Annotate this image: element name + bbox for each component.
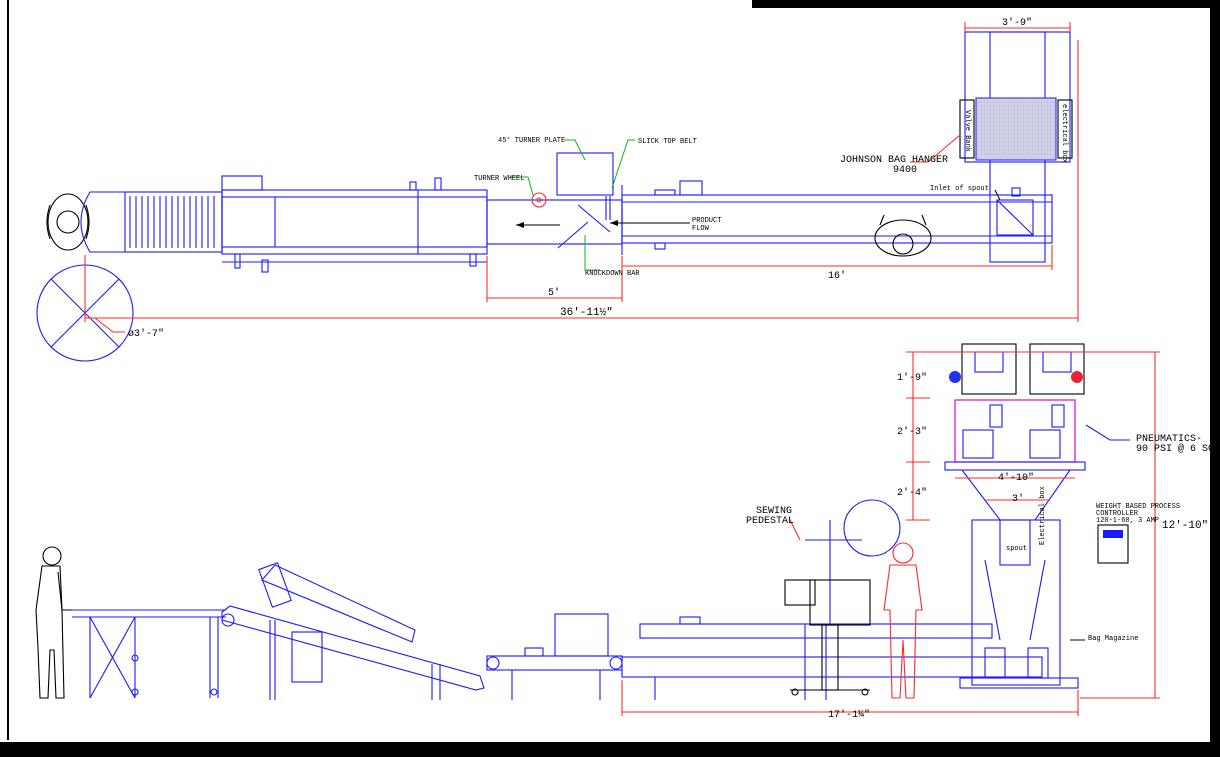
turner-wheel-icon xyxy=(531,192,547,208)
turner-length-dim: 5' xyxy=(548,287,560,299)
scale-width-dim: 4'-10" xyxy=(998,472,1034,484)
elevation-view: SEWING PEDESTAL PNEUMATICS- 90 PSI @ 6 S… xyxy=(35,343,1220,721)
product-flow-arrows xyxy=(516,220,690,228)
table-diameter-dim: ø3'-7" xyxy=(128,328,164,340)
controller-label-2: CONTROLLER xyxy=(1096,510,1139,518)
turner-plate-label: 45° TURNER PLATE xyxy=(498,136,565,145)
plan-dimension-lines xyxy=(84,22,1079,322)
product-flow-label-2: FLOW xyxy=(692,225,710,233)
belt-length-dim: 16' xyxy=(828,270,846,282)
sewing-pedestal xyxy=(784,499,901,696)
hanger-width-dim: 3'-9" xyxy=(1002,17,1032,29)
slick-top-belt-label: SLICK TOP BELT xyxy=(638,138,697,146)
spout-height-dim: 2'-4" xyxy=(897,487,927,499)
sewing-label-1: SEWING xyxy=(756,506,792,517)
turner-wheel-label: TURNER WHEEL xyxy=(474,175,524,183)
bag-magazine-label: Bag Magazine xyxy=(1088,635,1138,643)
scale-height-dim: 2'-3" xyxy=(897,426,927,438)
plan-view: 45° TURNER PLATE SLICK TOP BELT TURNER W… xyxy=(36,17,1079,362)
spout-width-dim: 3' xyxy=(1012,493,1024,505)
inlet-spout-label: Inlet of spout xyxy=(930,185,989,193)
valve-bank-label: Valve Bank xyxy=(963,110,971,152)
controller-label-3: 120-1-60, 3 AMP xyxy=(1096,517,1159,525)
incline-conveyors-side xyxy=(221,562,485,700)
slick-top-belt-plan xyxy=(621,180,1053,255)
bag-hanger-plan xyxy=(959,31,1073,263)
bagging-scale xyxy=(944,343,1129,689)
plan-electrical-box-label: electrical box xyxy=(1060,104,1068,163)
operator-red-icon xyxy=(883,542,923,699)
overall-height-dim: 12'-10" xyxy=(1162,520,1208,532)
operator-belt-icon xyxy=(874,214,932,257)
elevation-length-dim: 17'-1¼" xyxy=(828,709,870,721)
pneumatics-label-1: PNEUMATICS- xyxy=(1136,434,1202,445)
operator-top-icon xyxy=(46,193,90,251)
roller-table-side xyxy=(72,609,226,699)
electrical-box-label: Electrical box xyxy=(1039,486,1047,545)
turner-section-plan xyxy=(486,152,623,249)
bag-hanger-label-2: 9400 xyxy=(893,165,917,176)
belt-conveyor-side xyxy=(621,616,1043,700)
elevation-leader-lines xyxy=(789,424,1130,641)
pneumatics-label-2: 90 PSI @ 6 SCFM xyxy=(1136,443,1220,455)
elevation-dimension-lines xyxy=(621,351,1160,716)
hopper-height-dim: 1'-9" xyxy=(897,372,927,384)
product-flow-label-1: PRODUCT xyxy=(692,217,721,225)
sewing-label-2: PEDESTAL xyxy=(746,516,794,527)
bag-hanger-label-1: JOHNSON BAG HANGER xyxy=(840,155,948,166)
controller-label-1: WEIGHT BASED PROCESS xyxy=(1096,503,1180,511)
spout-label: spout xyxy=(1006,545,1027,553)
knockdown-bar-label: KNOCKDOWN BAR xyxy=(585,270,640,278)
overall-length-dim: 36'-11½" xyxy=(560,307,613,319)
leader-lines xyxy=(94,134,1001,333)
